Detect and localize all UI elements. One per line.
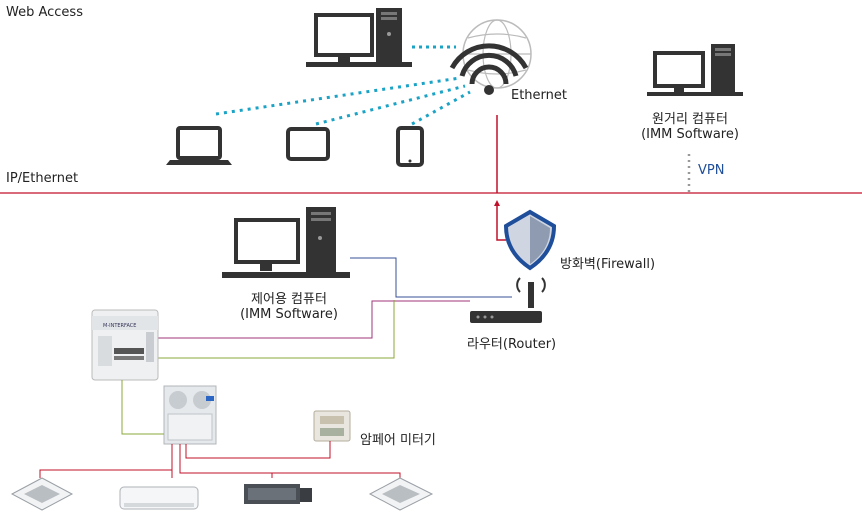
section-web-access: Web Access xyxy=(6,5,83,20)
wifi-link-phone xyxy=(411,90,471,126)
remote-pc-icon xyxy=(647,44,743,96)
router-icon xyxy=(470,277,546,323)
link-interface-router-green xyxy=(152,300,395,359)
cassette-unit-icon xyxy=(10,477,74,511)
interface-module-icon xyxy=(91,309,159,381)
firewall-link xyxy=(496,202,506,241)
wifi-link-laptop xyxy=(215,76,461,116)
control-pc-label-line2: (IMM Software) xyxy=(240,307,338,322)
remote-pc-label: 원거리 컴퓨터 (IMM Software) xyxy=(630,108,750,142)
link-interface-outdoor xyxy=(121,380,164,435)
tablet-icon xyxy=(286,127,330,161)
control-pc-label-line1: 제어용 컴퓨터 xyxy=(251,292,327,307)
duct-unit-icon xyxy=(244,484,312,504)
shield-icon xyxy=(503,209,557,271)
phone-icon xyxy=(396,126,424,167)
laptop-icon xyxy=(166,126,232,165)
link-indoor-4 xyxy=(179,444,401,480)
interface-title: M-INTERFACE xyxy=(103,323,136,329)
meter-label: 암페어 미터기 xyxy=(360,433,436,448)
control-pc-icon xyxy=(222,207,350,278)
cassette-unit-2-icon xyxy=(368,477,434,511)
control-pc-label: 제어용 컴퓨터 (IMM Software) xyxy=(224,288,354,322)
link-pc-router xyxy=(350,257,512,298)
firewall-label: 방화벽(Firewall) xyxy=(560,257,656,272)
wifi-link-tablet xyxy=(315,84,466,126)
ethernet-label: Ethernet xyxy=(511,88,567,103)
wifi-globe-icon xyxy=(449,19,532,95)
router-label: 라우터(Router) xyxy=(467,337,557,352)
desktop-pc-icon xyxy=(306,8,412,67)
wall-unit-icon xyxy=(119,486,199,510)
vpn-label: VPN xyxy=(698,163,725,178)
remote-pc-label-line2: (IMM Software) xyxy=(641,127,739,142)
outdoor-unit-icon xyxy=(163,385,217,445)
remote-pc-label-line1: 원거리 컴퓨터 xyxy=(652,112,728,127)
link-outdoor-meter xyxy=(185,441,331,459)
ampere-meter-icon xyxy=(313,410,351,442)
link-indoor-1 xyxy=(39,444,173,478)
link-interface-router-purple xyxy=(152,300,470,339)
section-ip-ethernet: IP/Ethernet xyxy=(6,171,79,186)
